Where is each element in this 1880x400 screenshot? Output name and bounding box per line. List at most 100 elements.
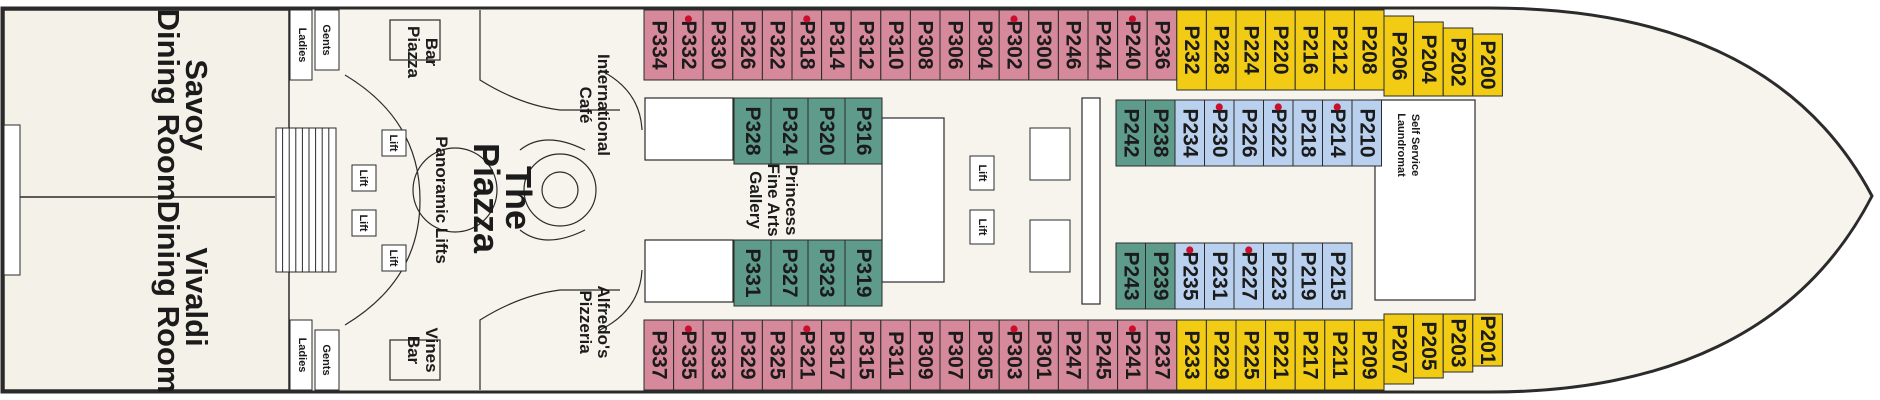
cabin-number: P219 (1296, 251, 1319, 300)
cabin-p205[interactable]: P205 (1413, 313, 1444, 379)
cabin-p237[interactable]: P237 (1146, 319, 1178, 391)
cabin-p323[interactable]: P323 (807, 239, 846, 307)
cabin-p232[interactable]: P232 (1176, 9, 1207, 91)
cabin-number: P321 (795, 330, 818, 379)
cabin-p224[interactable]: P224 (1235, 9, 1267, 91)
cabin-p308[interactable]: P308 (909, 9, 941, 81)
cabin-number: P239 (1149, 251, 1172, 300)
cabin-p242[interactable]: P242 (1115, 99, 1146, 167)
cabin-p305[interactable]: P305 (969, 319, 1000, 391)
cabin-p209[interactable]: P209 (1353, 319, 1385, 391)
cabin-p212[interactable]: P212 (1324, 9, 1355, 91)
cabin-p200[interactable]: P200 (1472, 33, 1503, 97)
cabin-p318[interactable]: P318 (791, 9, 823, 81)
cabin-p324[interactable]: P324 (770, 97, 809, 165)
cabin-p220[interactable]: P220 (1265, 9, 1296, 91)
cabin-p222[interactable]: P222 (1263, 99, 1294, 167)
cabin-p330[interactable]: P330 (702, 9, 734, 81)
cabin-p319[interactable]: P319 (844, 239, 883, 307)
cabin-p322[interactable]: P322 (761, 9, 793, 81)
cabin-number: P233 (1180, 330, 1203, 379)
cabin-p233[interactable]: P233 (1176, 319, 1207, 391)
cabin-box (1472, 33, 1503, 97)
cabin-p311[interactable]: P311 (880, 319, 911, 391)
cabin-p239[interactable]: P239 (1145, 242, 1176, 310)
cabin-p326[interactable]: P326 (732, 9, 763, 81)
cabin-p225[interactable]: P225 (1235, 319, 1267, 391)
cabin-p335[interactable]: P335 (673, 319, 704, 391)
cabin-p321[interactable]: P321 (791, 319, 823, 391)
cabin-box (1353, 319, 1385, 391)
cabin-p236[interactable]: P236 (1146, 9, 1178, 81)
cabin-p314[interactable]: P314 (821, 9, 852, 81)
cabin-p332[interactable]: P332 (673, 9, 704, 81)
cabin-p320[interactable]: P320 (807, 97, 846, 165)
cabin-p238[interactable]: P238 (1145, 99, 1176, 167)
cabin-p301[interactable]: P301 (1028, 319, 1059, 391)
cabin-p217[interactable]: P217 (1294, 319, 1326, 391)
cabin-p325[interactable]: P325 (761, 319, 793, 391)
cabin-p228[interactable]: P228 (1205, 9, 1237, 91)
cabin-box (1115, 99, 1146, 167)
cabin-p207[interactable]: P207 (1383, 313, 1415, 385)
cabin-box (1174, 99, 1205, 167)
cabin-p223[interactable]: P223 (1263, 242, 1294, 310)
cabin-p327[interactable]: P327 (770, 239, 809, 307)
cabin-box (850, 319, 882, 391)
cabin-p310[interactable]: P310 (880, 9, 911, 81)
cabin-p218[interactable]: P218 (1292, 99, 1323, 167)
cabin-p303[interactable]: P303 (998, 319, 1030, 391)
cabin-p219[interactable]: P219 (1292, 242, 1323, 310)
gallery-label-3: Gallery (746, 171, 765, 229)
cabin-p315[interactable]: P315 (850, 319, 882, 391)
cabin-p227[interactable]: P227 (1233, 242, 1264, 310)
cabin-p229[interactable]: P229 (1205, 319, 1237, 391)
cabin-p309[interactable]: P309 (909, 319, 941, 391)
cabin-box (1204, 242, 1235, 310)
cabin-p215[interactable]: P215 (1322, 242, 1353, 310)
cabin-p241[interactable]: P241 (1117, 319, 1148, 391)
cabin-p244[interactable]: P244 (1087, 9, 1119, 81)
cabin-p231[interactable]: P231 (1204, 242, 1235, 310)
laundromat-label-2: Laundromat (1395, 113, 1407, 177)
cabin-p312[interactable]: P312 (850, 9, 882, 81)
cabin-p306[interactable]: P306 (939, 9, 971, 81)
cabin-p317[interactable]: P317 (821, 319, 852, 391)
cabin-p246[interactable]: P246 (1057, 9, 1089, 81)
cabin-p202[interactable]: P202 (1442, 27, 1474, 97)
accessible-cabin-dot (684, 15, 693, 23)
cabin-p316[interactable]: P316 (844, 97, 883, 165)
cabin-p203[interactable]: P203 (1442, 313, 1474, 373)
cabin-p243[interactable]: P243 (1115, 242, 1146, 310)
cabin-p230[interactable]: P230 (1204, 99, 1235, 167)
cabin-p337[interactable]: P337 (643, 319, 675, 391)
cabin-p329[interactable]: P329 (732, 319, 763, 391)
cabin-p208[interactable]: P208 (1353, 9, 1385, 91)
cabin-p234[interactable]: P234 (1174, 99, 1205, 167)
cabin-p302[interactable]: P302 (998, 9, 1030, 81)
cabin-p300[interactable]: P300 (1028, 9, 1059, 81)
cabin-p210[interactable]: P210 (1351, 99, 1382, 167)
cabin-p333[interactable]: P333 (702, 319, 734, 391)
cabin-p334[interactable]: P334 (643, 9, 675, 81)
cabin-p214[interactable]: P214 (1322, 99, 1353, 167)
cabin-p331[interactable]: P331 (733, 239, 772, 307)
cabin-p221[interactable]: P221 (1265, 319, 1296, 391)
cabin-p328[interactable]: P328 (733, 97, 772, 165)
cabin-number: P303 (1003, 330, 1026, 379)
cabin-p240[interactable]: P240 (1117, 9, 1148, 81)
cabin-p247[interactable]: P247 (1057, 319, 1089, 391)
cabin-p216[interactable]: P216 (1294, 9, 1326, 91)
cabin-p235[interactable]: P235 (1174, 242, 1205, 310)
international-cafe-label-1: International (594, 54, 613, 156)
cabin-number: P218 (1296, 108, 1319, 157)
cabin-p206[interactable]: P206 (1383, 15, 1415, 97)
cabin-p304[interactable]: P304 (969, 9, 1000, 81)
cabin-p211[interactable]: P211 (1324, 319, 1355, 391)
cabin-p307[interactable]: P307 (939, 319, 971, 391)
cabin-p226[interactable]: P226 (1233, 99, 1264, 167)
cabin-p201[interactable]: P201 (1472, 313, 1503, 367)
cabin-p245[interactable]: P245 (1087, 319, 1119, 391)
cabin-p204[interactable]: P204 (1413, 21, 1444, 97)
